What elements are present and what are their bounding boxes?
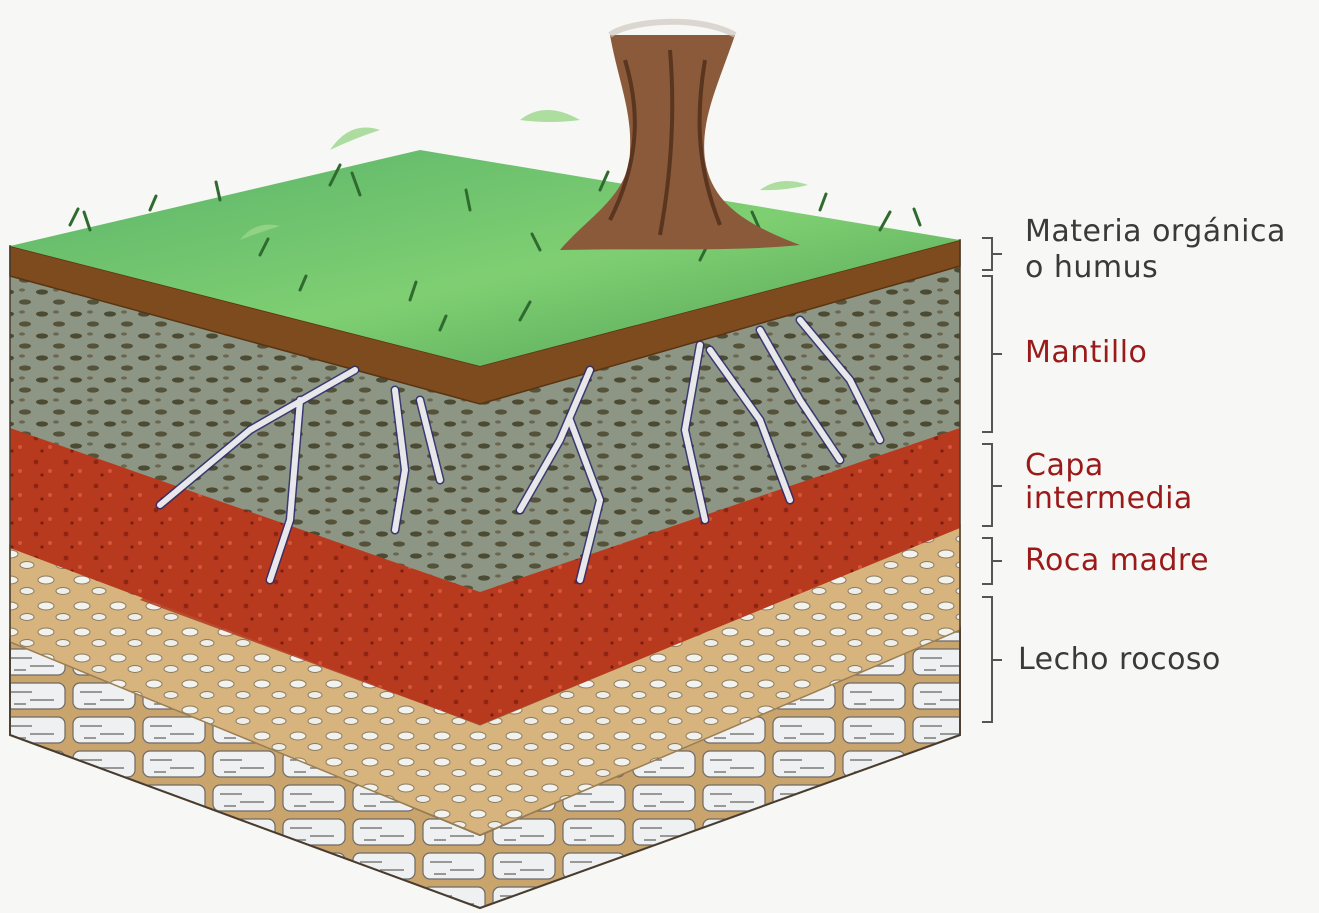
bracket-mantillo bbox=[982, 276, 1002, 432]
layer-brackets bbox=[982, 238, 1002, 722]
bracket-lecho bbox=[982, 597, 1002, 722]
label-lecho-rocoso: Lecho rocoso bbox=[1018, 643, 1221, 677]
label-mantillo: Mantillo bbox=[1025, 336, 1147, 370]
label-organic-matter-line1: Materia orgánica bbox=[1025, 215, 1286, 249]
label-capa-line1: Capa bbox=[1025, 449, 1104, 483]
bracket-intermedia bbox=[982, 444, 1002, 526]
label-capa-line2: intermedia bbox=[1025, 482, 1193, 516]
bracket-organic bbox=[982, 238, 1002, 270]
bracket-roca-madre bbox=[982, 538, 1002, 584]
label-roca-madre: Roca madre bbox=[1025, 544, 1209, 578]
label-organic-matter-line2: o humus bbox=[1025, 251, 1158, 285]
